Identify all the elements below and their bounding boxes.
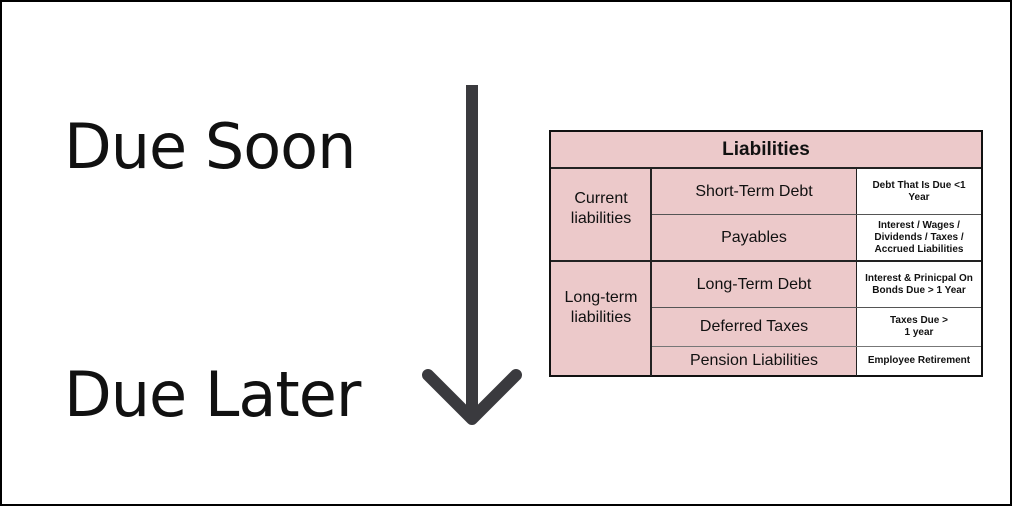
group-current: Current liabilities [551,169,651,260]
item-desc: Debt That Is Due <1 Year [857,169,981,214]
due-later-label: Due Later [64,358,361,431]
item-name: Short-Term Debt [652,169,856,214]
item-name: Pension Liabilities [652,347,856,375]
due-soon-label: Due Soon [64,110,356,183]
group-long-term: Long-term liabilities [551,262,651,375]
liabilities-table: Liabilities Current liabilities Long-ter… [549,130,983,377]
item-desc: Interest / Wages / Dividends / Taxes / A… [857,215,981,260]
item-name: Long-Term Debt [652,262,856,307]
item-name: Payables [652,215,856,260]
item-name: Deferred Taxes [652,308,856,346]
item-desc: Taxes Due > 1 year [857,308,981,346]
table-title: Liabilities [551,132,981,168]
item-desc: Interest & Prinicpal On Bonds Due > 1 Ye… [857,262,981,307]
item-desc: Employee Retirement [857,347,981,375]
